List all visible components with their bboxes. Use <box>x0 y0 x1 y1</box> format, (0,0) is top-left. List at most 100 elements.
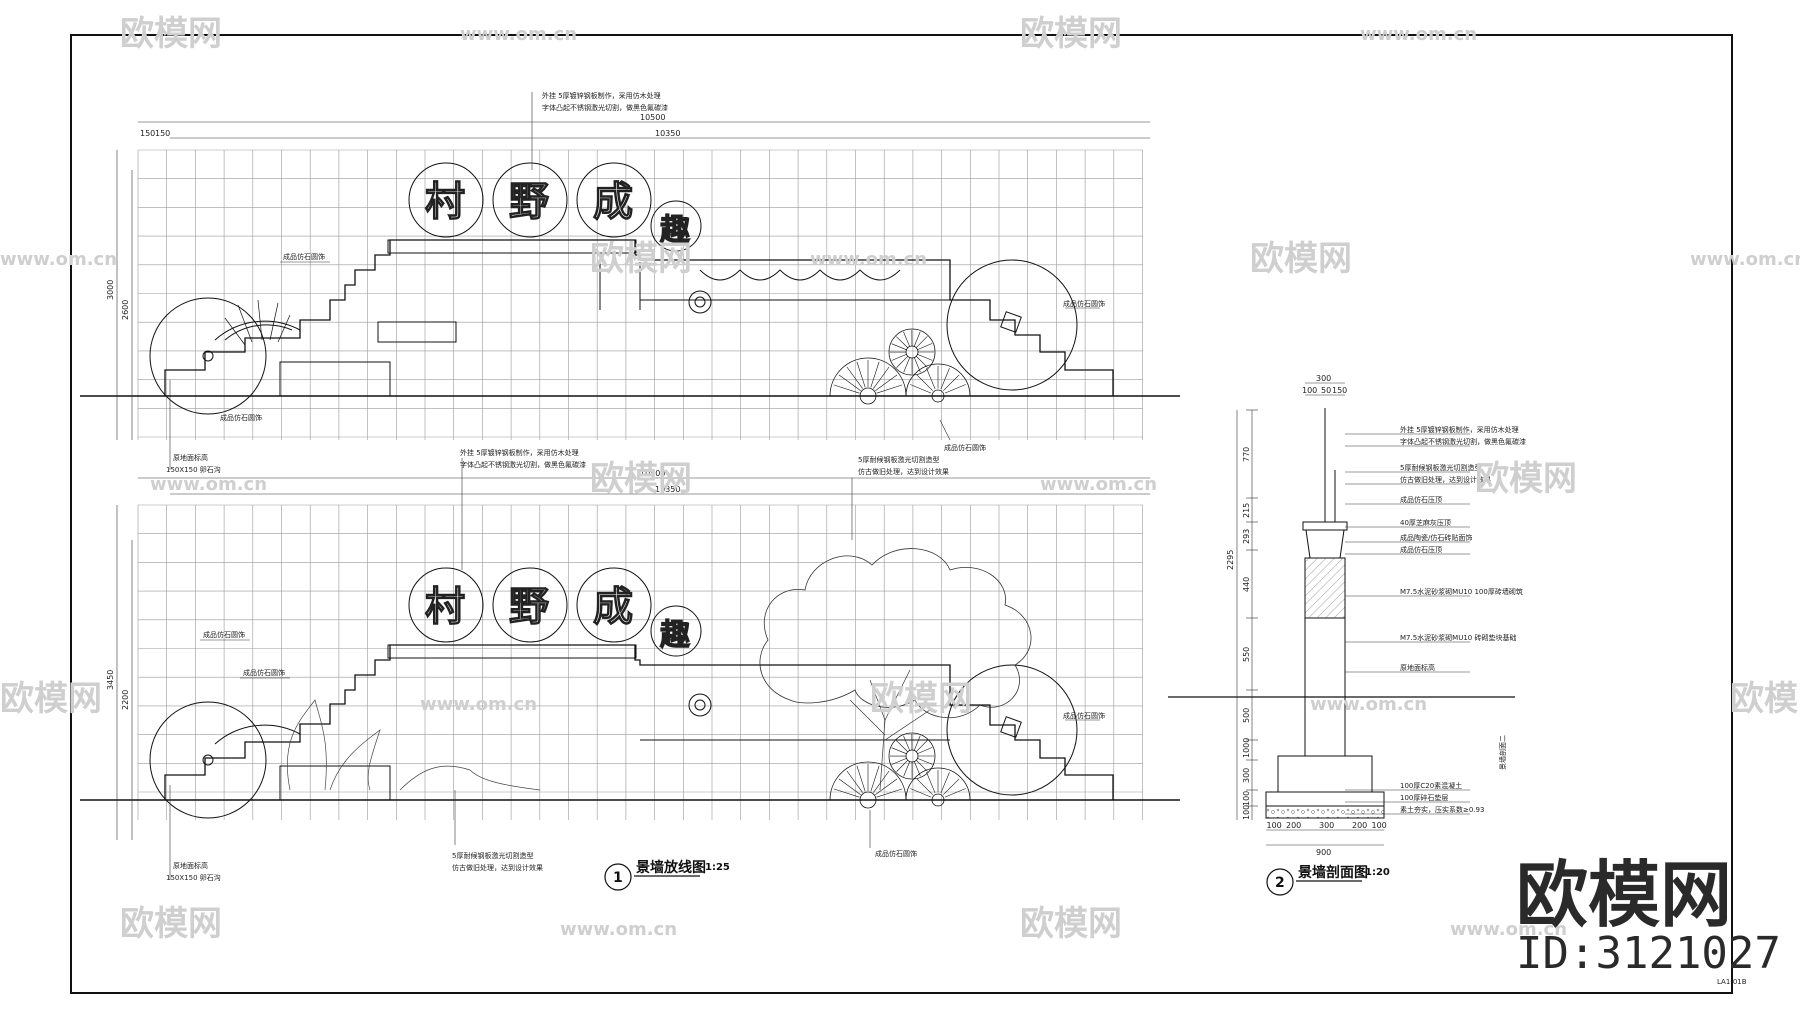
section-note: 字体凸起不锈钢激光切割，做黑色氟碳漆 <box>1400 437 1526 446</box>
rosette-spoke <box>891 757 908 765</box>
section-vertical-dim: 300 <box>1242 768 1251 783</box>
elevation-2-total-dim: 10500 <box>640 469 665 478</box>
elevation-2-label-base-2: 150X150 卵石沟 <box>166 873 221 882</box>
elevation-2-label-left: 成品仿石圆饰 <box>203 630 245 639</box>
watermark-brand: 欧模网 <box>1730 679 1800 719</box>
elevation-1: 10500 10350 150 150 3000 2600 <box>80 91 1180 474</box>
watermark-brand: 欧模网 <box>1020 904 1122 944</box>
section-view: 300 100 50 150 2295 77021529344055050010… <box>1168 374 1526 857</box>
rosette-spoke <box>833 788 860 798</box>
rosette-spoke <box>915 759 928 772</box>
rosette-spoke <box>846 366 863 389</box>
elevation-2-label-bottom-right: 成品仿石圆饰 <box>875 849 917 858</box>
rosette-spoke <box>875 778 898 795</box>
title-1-text: 景墙放线图 <box>636 859 706 876</box>
watermark-site: www.om.cn <box>810 249 927 270</box>
section-bottom-dim: 200 <box>1286 821 1301 830</box>
rosette-spoke <box>915 336 928 349</box>
rosette-spoke <box>943 374 960 391</box>
elevation-2-label-top: 外挂 5厚镀锌钢板制作，采用仿木处理 <box>460 448 579 457</box>
elevation-2-label-bottom: 5厚耐候钢板激光切割造型 <box>452 851 533 860</box>
elevation-1-grid <box>137 149 1143 440</box>
section-footing <box>1277 755 1373 793</box>
sheet-border <box>70 34 1733 994</box>
section-vertical-dim: 550 <box>1242 647 1251 662</box>
watermark-site: www.om.cn <box>1450 919 1567 940</box>
rosette-spoke <box>833 384 860 394</box>
section-vertical-dim: 100 <box>1242 791 1251 806</box>
section-note: 成品陶瓷/仿石砖贴面饰 <box>1400 533 1472 542</box>
watermark-brand: 欧模网 <box>1020 14 1122 54</box>
section-vertical-dim: 293 <box>1242 529 1251 544</box>
elevation-1-char-4: 趣 <box>660 213 690 248</box>
watermark-site: www.om.cn <box>460 24 577 45</box>
rosette-spoke <box>896 740 909 753</box>
elevation-2-char-3: 成 <box>593 583 633 630</box>
elevation-2-char-1: 村 <box>425 583 465 630</box>
elevation-1-label-base-2: 150X150 卵石沟 <box>166 465 221 474</box>
elevation-2-inner-dim: 10350 <box>655 485 680 494</box>
section-vertical-dim: 440 <box>1242 577 1251 592</box>
section-vertical-dim: 215 <box>1242 503 1251 518</box>
rosette-spoke <box>896 759 909 772</box>
title-1-number: 1 <box>613 870 623 886</box>
rosette-spoke <box>910 788 932 798</box>
rosette-spoke <box>873 770 890 793</box>
rosette-spoke <box>903 735 911 752</box>
section-vertical-dim: 500 <box>1242 708 1251 723</box>
elevation-1-label-left: 成品仿石圆饰 <box>283 252 325 261</box>
title-1-scale: 1:25 <box>705 862 730 873</box>
section-note: M7.5水泥砂浆砌MU10 100厚砖墙砌筑 <box>1400 587 1523 596</box>
elevation-2-height-a: 3450 <box>106 670 115 690</box>
rosette-spoke <box>891 747 908 755</box>
section-bottom-dim: 300 <box>1319 821 1334 830</box>
elevation-2: 10500 10350 3450 2200 <box>80 448 1180 882</box>
watermark-site: www.om.cn <box>0 249 117 270</box>
title-block-2: 2 景墙剖面图 1:20 <box>1266 864 1390 896</box>
rosette-spoke <box>916 343 933 351</box>
brand-watermark: 欧模网 <box>1516 853 1732 937</box>
elevation-2-label-left-2: 成品仿石圆饰 <box>243 668 285 677</box>
section-vertical-dim: 100 <box>1242 805 1251 820</box>
rosette-spoke <box>896 336 909 349</box>
watermark-site: www.om.cn <box>420 694 537 715</box>
watermark-site: www.om.cn <box>560 919 677 940</box>
sheet-number: LA1-01B <box>1717 978 1747 986</box>
section-note: 外挂 5厚镀锌钢板制作，采用仿木处理 <box>1400 425 1519 434</box>
watermark-brand: 欧模网 <box>590 239 692 279</box>
watermark-brand: 欧模网 <box>0 679 102 719</box>
rosette-spoke <box>873 366 890 389</box>
elevation-2-height-b: 2200 <box>121 690 130 710</box>
section-top-dim-b: 100 <box>1302 386 1317 395</box>
section-note: 40厚芝麻灰压顶 <box>1400 518 1451 527</box>
elevation-2-grid <box>137 504 1143 820</box>
rosette-spoke <box>913 331 921 348</box>
section-bottom-dim: 200 <box>1352 821 1367 830</box>
rosette-spoke <box>838 374 861 391</box>
section-note: 5厚耐候钢板激光切割造型 <box>1400 463 1481 472</box>
rosette-spoke <box>916 778 933 795</box>
section-note: M7.5水泥砂浆砌MU10 砖砌垫块基础 <box>1400 633 1516 642</box>
brand-id: ID:3121027 <box>1516 928 1781 979</box>
section-note: 成品仿石压顶 <box>1400 495 1442 504</box>
rosette-spoke <box>896 355 909 368</box>
elevation-1-wall-profile <box>164 239 1114 396</box>
rosette-spoke <box>910 384 932 394</box>
title-block-1: 1 景墙放线图 1:25 <box>604 859 730 891</box>
rosette-spoke <box>913 735 921 752</box>
elevation-2-label-tree: 5厚耐候钢板激光切割造型 <box>858 455 939 464</box>
section-top-dim-a: 300 <box>1316 374 1331 383</box>
section-side-note: 景墙剖面二 <box>1498 735 1507 770</box>
rosette-spoke <box>916 353 933 361</box>
elevation-1-inner-dim: 10350 <box>655 129 680 138</box>
rosette-spoke <box>913 356 921 373</box>
elevation-1-left-dim-a: 150 <box>140 129 155 138</box>
elevation-2-character-discs: 村 野 成 趣 <box>408 567 702 657</box>
elevation-2-label-bottom-2: 仿古做旧处理，达到设计效果 <box>452 863 543 872</box>
section-total-vertical: 2295 <box>1226 550 1235 570</box>
watermark-brand: 欧模网 <box>1250 239 1352 279</box>
rosette-spoke <box>916 747 933 755</box>
elevation-1-label-top-2: 字体凸起不锈钢激光切割，做黑色氟碳漆 <box>542 103 668 112</box>
elevation-2-label-base: 原地面标高 <box>173 861 208 870</box>
elevation-2-char-2: 野 <box>509 583 549 630</box>
